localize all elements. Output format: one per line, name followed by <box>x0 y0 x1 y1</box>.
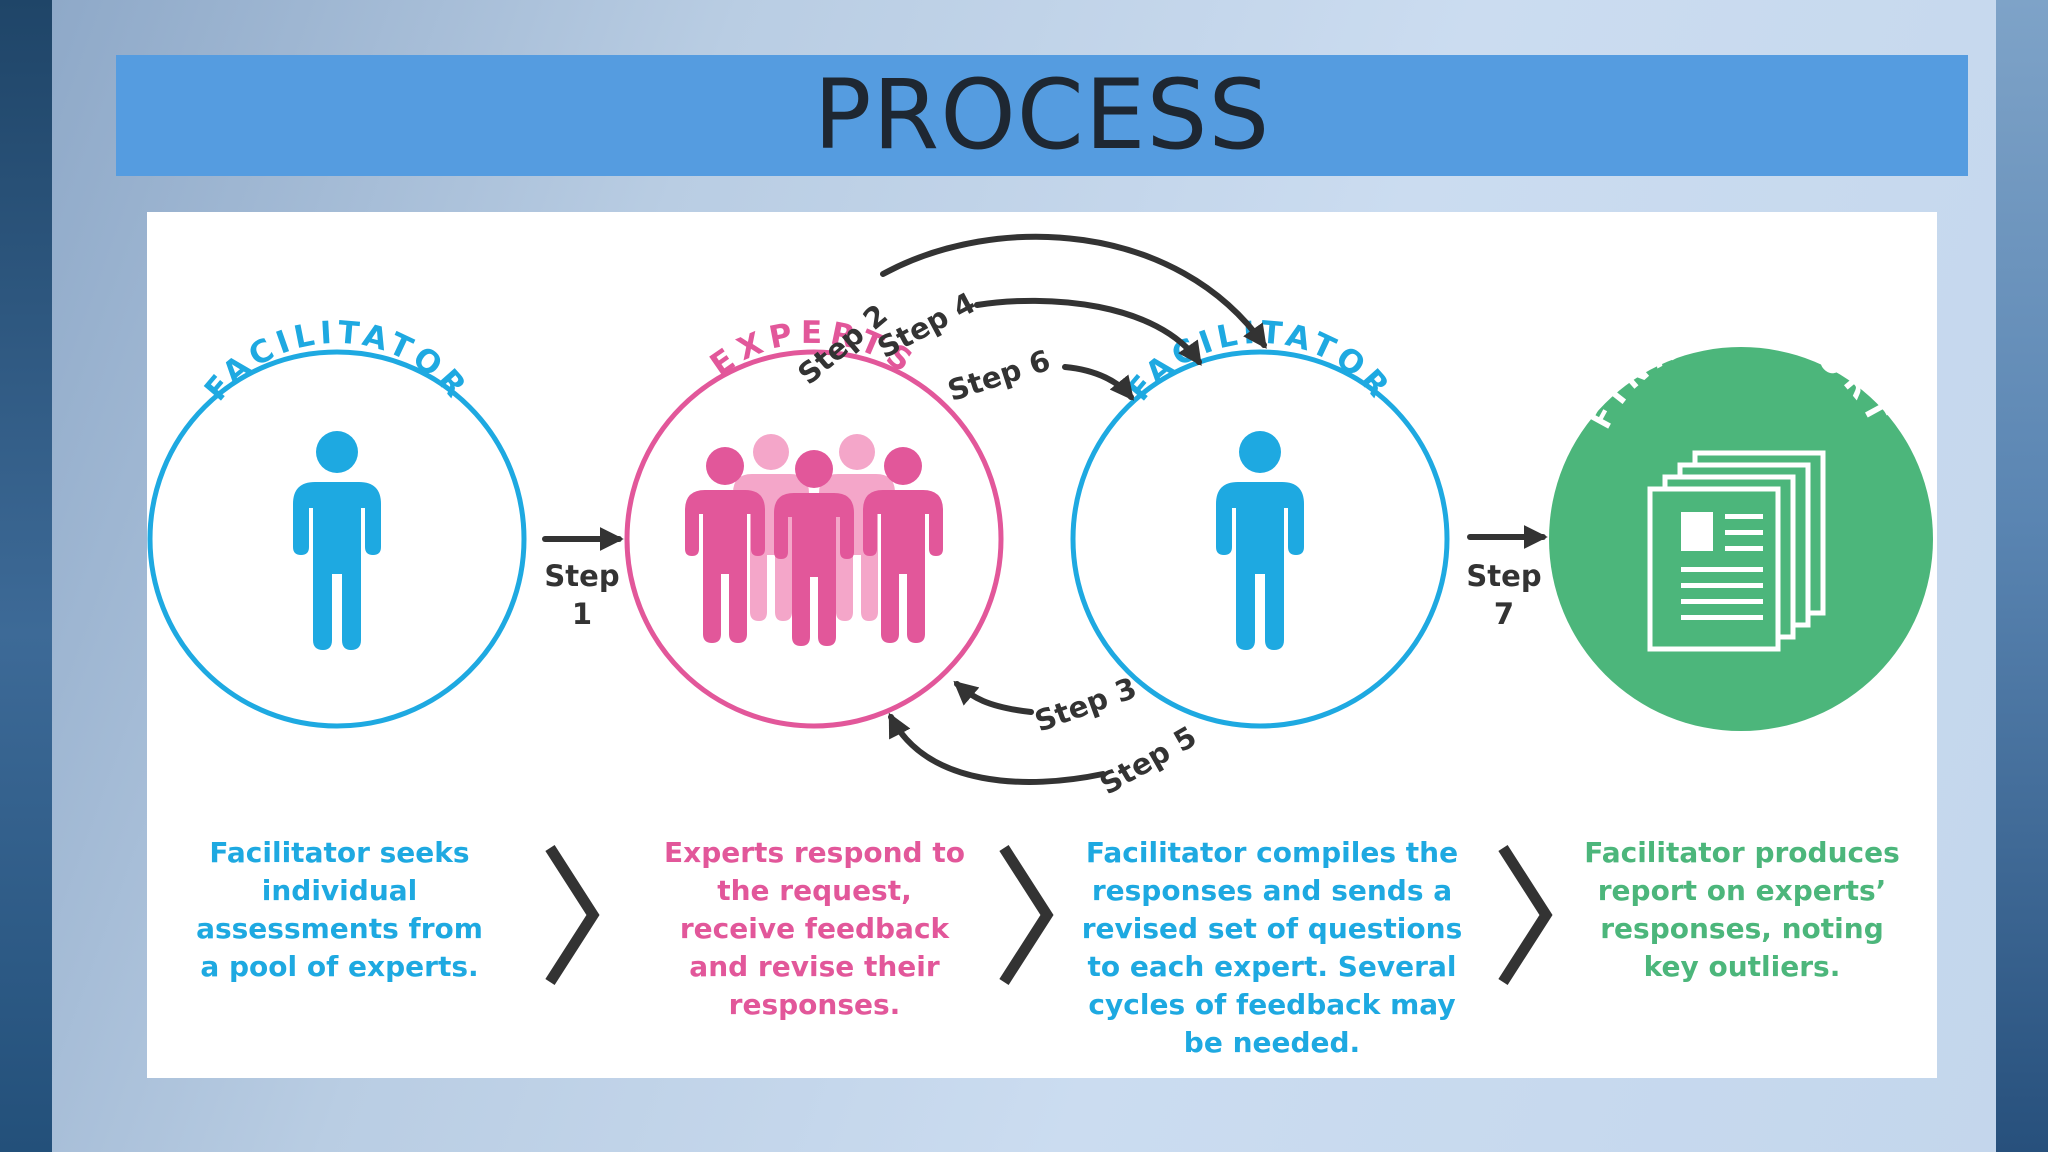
slide-left-edge <box>0 0 52 1152</box>
final-report-node: FINAL REPORT <box>1549 316 1933 731</box>
step-3-arrow <box>953 680 1034 715</box>
step-6-label: Step 6 <box>944 343 1055 408</box>
experts-description: Experts respond to the request, receive … <box>664 836 965 1021</box>
chevron-right-icon <box>1498 845 1553 985</box>
chevron-right-icon <box>999 845 1054 985</box>
step-1-number: 1 <box>572 597 592 631</box>
facilitator-1-description: Facilitator seeks individual assessments… <box>196 836 483 983</box>
people-group-icon <box>685 434 943 646</box>
facilitator-node-2: FACILITATOR <box>1070 315 1450 729</box>
facilitator-2-description: Facilitator compiles the responses and s… <box>1081 836 1463 1059</box>
step-7-number: 7 <box>1494 597 1514 631</box>
person-icon <box>1216 431 1304 650</box>
step-4-arrow <box>974 297 1202 366</box>
step-7-label: Step <box>1466 559 1541 593</box>
facilitator-node-1: FACILITATOR <box>147 315 527 729</box>
documents-icon <box>1647 450 1826 652</box>
step-5-label: Step 5 <box>1094 719 1202 801</box>
step-5-arrow <box>888 712 1106 785</box>
step-2-arrow <box>880 233 1267 349</box>
chevrons <box>545 845 1553 985</box>
step-arrows <box>542 233 1548 785</box>
person-icon <box>293 431 381 650</box>
title-banner: PROCESS <box>116 55 1968 176</box>
step-4-label: Step 4 <box>872 285 981 365</box>
slide-right-edge <box>1996 0 2048 1152</box>
chevron-right-icon <box>545 845 600 985</box>
step-1-label: Step <box>544 559 619 593</box>
diagram-panel: FACILITATOR EXPERTS <box>147 212 1937 1078</box>
step-3-label: Step 3 <box>1030 671 1141 739</box>
final-report-description: Facilitator produces report on experts’ … <box>1584 836 1900 983</box>
page-title: PROCESS <box>813 59 1271 171</box>
step-6-arrow <box>1062 364 1135 401</box>
process-diagram: FACILITATOR EXPERTS <box>147 233 1933 985</box>
